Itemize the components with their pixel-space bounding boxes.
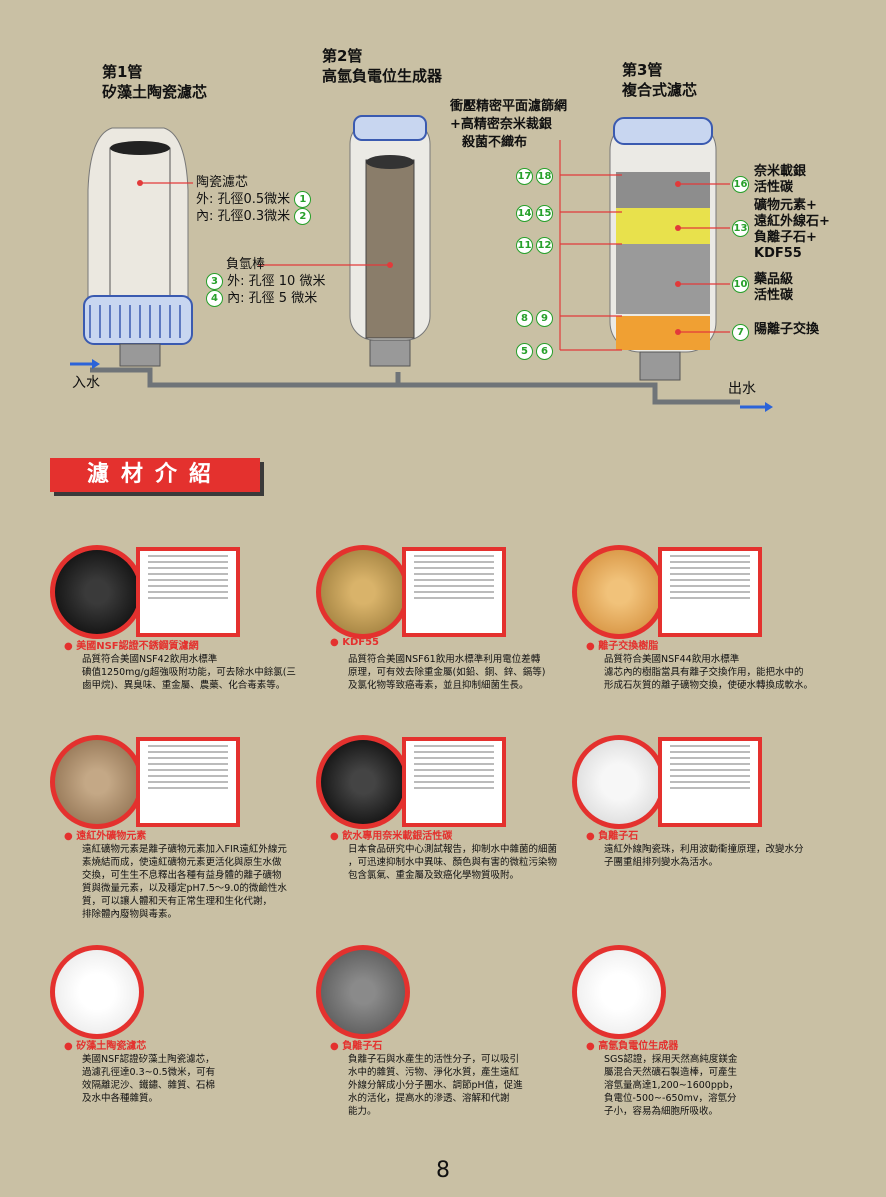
number-badge: 18 <box>536 168 553 185</box>
material-title: ● 遠紅外礦物元素 <box>64 831 147 842</box>
material-title: ● KDF55 <box>330 637 380 648</box>
number-badge: 10 <box>732 276 749 293</box>
tube2-outer-pore: 外: 孔徑 10 微米 <box>227 274 326 289</box>
material-photo <box>316 545 410 639</box>
tube2-inner-pore: 內: 孔徑 5 微米 <box>227 291 318 306</box>
layer-label: 7 陽離子交換 <box>732 322 820 341</box>
number-badge: 2 <box>294 208 312 225</box>
material-description: 美國NSF認證矽藻土陶瓷濾芯， 過濾孔徑達0.3~0.5微米，可有 效隔離泥沙、… <box>82 1054 216 1104</box>
material-photo <box>316 735 410 829</box>
number-badge: 9 <box>536 310 553 327</box>
top-note-line3: 殺菌不織布 <box>462 135 528 150</box>
certificate-image <box>136 737 240 827</box>
certificate-image <box>658 737 762 827</box>
tube3-composite-filter <box>609 117 717 381</box>
material-title: ● 負離子石 <box>330 1041 383 1052</box>
material-title: ● 美國NSF認證不銹鋼質濾網 <box>64 641 199 652</box>
material-photo <box>50 945 144 1039</box>
certificate-image <box>402 737 506 827</box>
layer-text: 礦物元素+ 遠紅外線石+ 負離子石+ KDF55 <box>754 198 830 261</box>
material-title: ● 離子交換樹脂 <box>586 641 659 652</box>
tube1-title: 第1管 矽藻土陶瓷濾芯 <box>102 62 207 102</box>
layer-text: 藥品級 活性碳 <box>754 272 794 303</box>
layer-label: 10 藥品級 活性碳 <box>732 272 793 304</box>
tube1-label: 陶瓷濾芯 外: 孔徑0.5微米 1 內: 孔徑0.3微米 2 <box>196 174 312 225</box>
material-description: 日本食品研究中心測試報告，抑制水中雜菌的細菌 ，可迅速抑制水中異味、顏色與有害的… <box>348 844 558 881</box>
layer-label: 16 奈米載銀 活性碳 <box>732 164 806 196</box>
material-photo <box>50 735 144 829</box>
number-badge: 12 <box>536 237 553 254</box>
number-badge: 3 <box>206 273 223 290</box>
tube3-title: 第3管 複合式濾芯 <box>622 60 697 100</box>
tube2-hydrogen-generator <box>349 115 431 367</box>
material-title: ● 飲水專用奈米載銀活性碳 <box>330 831 453 842</box>
tube2-title-line1: 第2管 <box>322 47 363 65</box>
material-description: 品質符合美國NSF44飲用水標準 濾芯內的樹脂當具有離子交換作用，能把水中的 形… <box>604 654 814 691</box>
number-badge: 16 <box>732 176 749 193</box>
water-pipe <box>90 367 740 405</box>
tube3-top-note: 衝壓精密平面濾篩網 +高精密奈米裁銀 殺菌不織布 <box>450 98 567 152</box>
material-description: 品質符合美國NSF61飲用水標準利用電位差轉 原理，可有效去除重金屬(如鉛、銅、… <box>348 654 546 691</box>
page-number: 8 <box>436 1158 450 1183</box>
tube1-label-name: 陶瓷濾芯 <box>196 175 249 190</box>
material-description: 遠紅礦物元素是離子礦物元素加入FIR遠紅外線元 素燒結而成，使遠紅礦物元素更活化… <box>82 844 287 920</box>
certificate-image <box>658 547 762 637</box>
tube2-title-line2: 高氫負電位生成器 <box>322 67 443 85</box>
material-title: ● 矽藻土陶瓷濾芯 <box>64 1041 147 1052</box>
tube2-label: 負氫棒 3 外: 孔徑 10 微米 4 內: 孔徑 5 微米 <box>206 256 325 307</box>
tube1-outer-pore: 外: 孔徑0.5微米 <box>196 192 291 207</box>
filter-diagram <box>70 115 773 412</box>
number-badge: 13 <box>732 220 749 237</box>
top-note-line1: 衝壓精密平面濾篩網 <box>450 99 568 114</box>
number-badge: 7 <box>732 324 749 341</box>
number-badge: 5 <box>516 343 533 360</box>
material-photo <box>316 945 410 1039</box>
tube1-title-line1: 第1管 <box>102 63 143 81</box>
water-out-label: 出水 <box>728 381 756 397</box>
layer-text: 陽離子交換 <box>754 322 820 337</box>
layer-text: 奈米載銀 活性碳 <box>754 164 807 195</box>
material-description: 品質符合美國NSF42飲用水標準 碘值1250mg/g超強吸附功能，可去除水中餘… <box>82 654 296 691</box>
material-description: 負離子石與水產生的活性分子，可以吸引 水中的雜質、污物、淨化水質，產生遠紅 外線… <box>348 1054 523 1117</box>
tube2-title: 第2管 高氫負電位生成器 <box>322 46 442 86</box>
number-badge: 17 <box>516 168 533 185</box>
number-badge: 6 <box>536 343 553 360</box>
certificate-image <box>136 547 240 637</box>
water-in-label: 入水 <box>72 375 100 391</box>
tube1-inner-pore: 內: 孔徑0.3微米 <box>196 209 291 224</box>
layer-label: 13 礦物元素+ 遠紅外線石+ 負離子石+ KDF55 <box>732 198 830 262</box>
material-photo <box>572 545 666 639</box>
number-badge: 15 <box>536 205 553 222</box>
tube3-title-line2: 複合式濾芯 <box>622 81 698 99</box>
number-badge: 14 <box>516 205 533 222</box>
certificate-image <box>402 547 506 637</box>
tube1-title-line2: 矽藻土陶瓷濾芯 <box>102 83 208 101</box>
material-title: ● 高氫負電位生成器 <box>586 1041 679 1052</box>
number-badge: 11 <box>516 237 533 254</box>
material-title: ● 負離子石 <box>586 831 639 842</box>
tube3-title-line1: 第3管 <box>622 61 663 79</box>
section-title: 濾材介紹 <box>50 458 260 492</box>
number-badge: 1 <box>294 191 312 208</box>
number-badge: 4 <box>206 290 223 307</box>
material-photo <box>572 735 666 829</box>
material-description: SGS認證，採用天然高純度鎂金 屬混合天然礦石製造棒，可產生 溶氫量高達1,20… <box>604 1054 739 1117</box>
top-note-line2: +高精密奈米裁銀 <box>450 117 552 132</box>
material-photo <box>50 545 144 639</box>
tube2-label-name: 負氫棒 <box>226 257 266 272</box>
tube1-ceramic-filter <box>83 127 193 367</box>
number-badge: 8 <box>516 310 533 327</box>
material-photo <box>572 945 666 1039</box>
material-description: 遠紅外線陶瓷珠，利用波動衝撞原理，改變水分 子團重組排列變水為活水。 <box>604 844 804 868</box>
